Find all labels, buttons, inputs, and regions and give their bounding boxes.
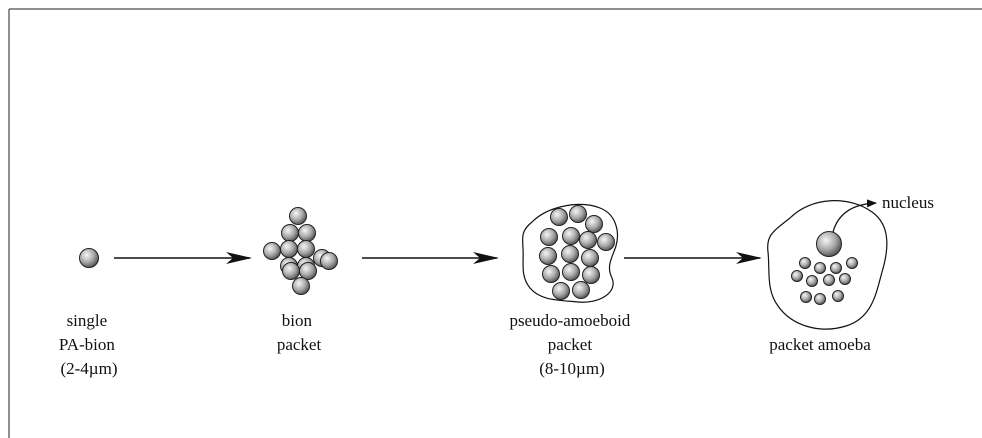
sphere (562, 263, 580, 281)
stage-label-line: (8-10µm) (539, 359, 605, 378)
sphere (540, 228, 558, 246)
sphere (823, 274, 835, 286)
stage-label-line: single (67, 311, 108, 330)
sphere (597, 233, 615, 251)
bion-packet-cluster (263, 207, 338, 295)
sphere (289, 207, 307, 225)
sphere (320, 252, 338, 270)
sphere (806, 275, 818, 287)
nucleus-sphere (816, 231, 842, 257)
amoeba-inner-spheres (791, 257, 858, 305)
sphere (814, 293, 826, 305)
stage-label-line: PA-bion (59, 335, 116, 354)
stage-label-line: (2-4µm) (60, 359, 117, 378)
stage-label-pseudo-amoeboid-packet: pseudo-amoeboid packet (8-10µm) (509, 311, 634, 378)
sphere (846, 257, 858, 269)
stage-label-line: packet amoeba (769, 335, 871, 354)
amoeba-membrane (767, 200, 888, 330)
sphere (569, 205, 587, 223)
stage-label-line: packet (548, 335, 593, 354)
sphere (263, 242, 281, 260)
stage-label-line: bion (282, 311, 313, 330)
sphere (542, 265, 560, 283)
nucleus-pointer-arrow (832, 199, 877, 233)
sphere (552, 282, 570, 300)
sphere (281, 224, 299, 242)
sphere (562, 227, 580, 245)
sphere (539, 247, 557, 265)
stage-label-packet-amoeba: packet amoeba (769, 335, 871, 354)
single-pa-bion-sphere (79, 248, 99, 268)
sphere (550, 208, 568, 226)
sphere (582, 266, 600, 284)
sphere (292, 277, 310, 295)
sphere (561, 245, 579, 263)
nucleus-label: nucleus (882, 193, 934, 212)
sphere (280, 240, 298, 258)
sphere (282, 262, 300, 280)
sphere (791, 270, 803, 282)
stage-label-line: pseudo-amoeboid (509, 311, 630, 330)
sphere (579, 231, 597, 249)
sphere (572, 281, 590, 299)
sphere (830, 262, 842, 274)
sphere (299, 262, 317, 280)
sphere (298, 224, 316, 242)
sphere (814, 262, 826, 274)
packet-amoeba (767, 199, 888, 330)
stage-label-single-pa-bion: single PA-bion (2-4µm) (59, 311, 119, 378)
sphere (799, 257, 811, 269)
pseudo-amoeboid-packet (521, 203, 619, 303)
sphere (839, 273, 851, 285)
sphere (297, 240, 315, 258)
sphere (800, 291, 812, 303)
sphere (832, 290, 844, 302)
stage-label-line: packet (277, 335, 322, 354)
sphere (581, 249, 599, 267)
pseudo-amoeboid-sphere-cluster (539, 205, 615, 300)
stage-label-bion-packet: bion packet (277, 311, 322, 354)
sphere (585, 215, 603, 233)
